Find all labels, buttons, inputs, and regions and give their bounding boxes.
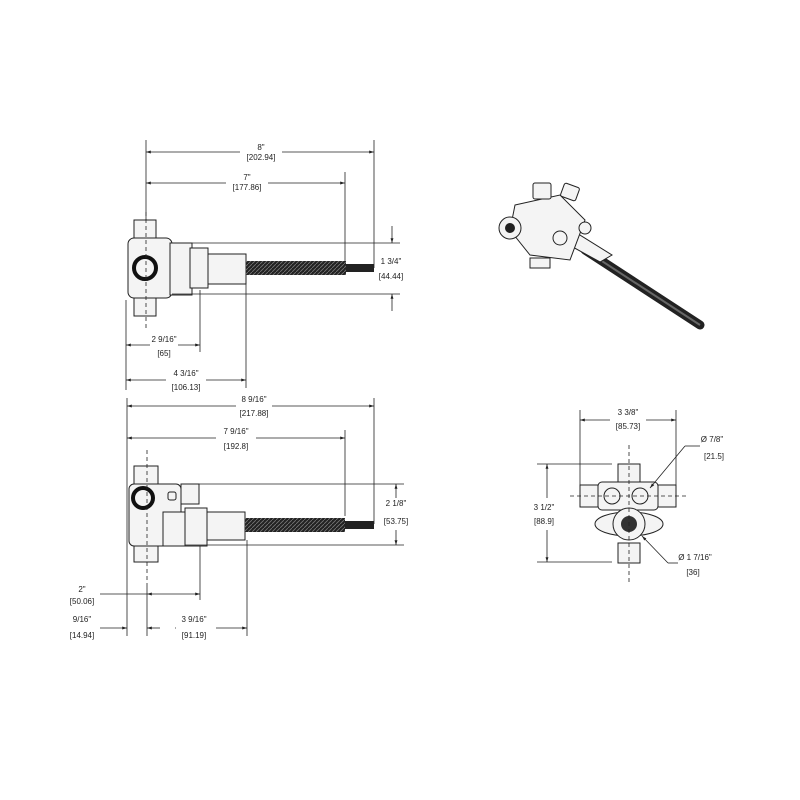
dim-inch: 8 9/16" bbox=[241, 395, 266, 404]
dimension-body-height: 1 3/4" [44.44] bbox=[379, 226, 403, 311]
dimension-overall-length: 8" [202.94] bbox=[145, 143, 374, 162]
callout-outlet-diameter: Ø 1 7/16" [36] bbox=[641, 535, 712, 577]
dimension-stem-length: 7" [177.86] bbox=[145, 173, 345, 192]
side-view: 8 9/16" [217.88] 7 9/16" [192.8] 2 1/8" … bbox=[70, 395, 408, 642]
dim-mm: [65] bbox=[157, 349, 170, 358]
dimension-edge-offset: 9/16" [14.94] bbox=[70, 615, 160, 640]
callout-port-diameter: Ø 7/8" [21.5] bbox=[649, 435, 724, 489]
dim-mm: [217.88] bbox=[240, 409, 269, 418]
isometric-view bbox=[498, 182, 705, 330]
top-view: 8" [202.94] 7" [177.86] 1 3/4" [44.44] 2… bbox=[125, 140, 403, 392]
dimension-width: 3 3/8" [85.73] bbox=[580, 408, 676, 431]
splined-stem bbox=[245, 518, 345, 532]
dim-inch: 2 9/16" bbox=[151, 335, 176, 344]
dimension-to-rod: 4 3/16" [106.13] bbox=[125, 369, 247, 392]
dim-mm: [50.06] bbox=[70, 597, 94, 606]
dimension-stem-length: 7 9/16" [192.8] bbox=[126, 427, 345, 451]
stem-tip bbox=[346, 264, 374, 272]
dimension-height: 3 1/2" [88.9] bbox=[534, 464, 555, 562]
stem-tip bbox=[345, 521, 374, 529]
dim-mm: [202.94] bbox=[247, 153, 276, 162]
dimension-to-trim: 2 9/16" [65] bbox=[125, 335, 201, 358]
valve-body-side bbox=[128, 450, 374, 585]
dim-inch: Ø 1 7/16" bbox=[678, 553, 712, 562]
dim-inch: 8" bbox=[257, 143, 264, 152]
dim-inch: Ø 7/8" bbox=[701, 435, 724, 444]
dim-mm: [14.94] bbox=[70, 631, 94, 640]
dim-mm: [85.73] bbox=[616, 422, 640, 431]
dim-mm: [53.75] bbox=[384, 517, 408, 526]
dim-mm: [91.19] bbox=[182, 631, 206, 640]
dim-mm: [177.86] bbox=[233, 183, 262, 192]
dimension-centerline-offset: 2" [50.06] bbox=[70, 585, 201, 606]
dim-mm: [36] bbox=[686, 568, 699, 577]
dim-inch: 7" bbox=[243, 173, 250, 182]
dim-mm: [106.13] bbox=[172, 383, 201, 392]
dim-mm: [192.8] bbox=[224, 442, 248, 451]
dimension-to-rod: 3 9/16" [91.19] bbox=[175, 614, 248, 642]
valve-body-front bbox=[570, 445, 688, 585]
splined-stem bbox=[246, 261, 346, 275]
dim-inch: 4 3/16" bbox=[173, 369, 198, 378]
dim-inch: 1 3/4" bbox=[381, 257, 402, 266]
dim-mm: [44.44] bbox=[379, 272, 403, 281]
dim-inch: 2 1/8" bbox=[386, 499, 407, 508]
dim-inch: 3 1/2" bbox=[534, 503, 555, 512]
dim-mm: [88.9] bbox=[534, 517, 554, 526]
dim-mm: [21.5] bbox=[704, 452, 724, 461]
valve-body-top bbox=[127, 212, 374, 330]
dimension-body-height: 2 1/8" [53.75] bbox=[384, 484, 408, 545]
dim-inch: 3 9/16" bbox=[181, 615, 206, 624]
dim-inch: 2" bbox=[78, 585, 85, 594]
dim-inch: 3 3/8" bbox=[618, 408, 639, 417]
front-view: 3 3/8" [85.73] 3 1/2" [88.9] Ø 7/8" [21.… bbox=[534, 408, 724, 585]
dim-inch: 9/16" bbox=[73, 615, 92, 624]
dim-inch: 7 9/16" bbox=[223, 427, 248, 436]
dimension-overall-length: 8 9/16" [217.88] bbox=[126, 395, 374, 418]
